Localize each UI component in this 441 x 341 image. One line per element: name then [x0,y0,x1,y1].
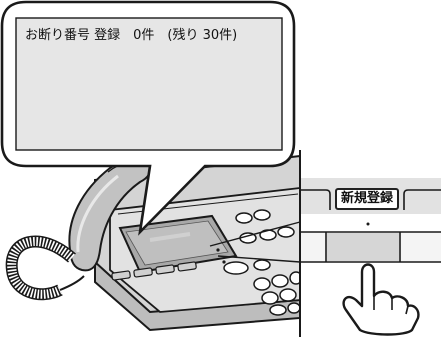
lcd-screen [118,214,238,274]
zoom-guide-lines [209,221,301,263]
indicator-dots [216,248,226,264]
pointing-hand-icon [342,263,420,336]
dial-pad [253,271,303,316]
soft-key-row [111,261,197,281]
new-registration-key-label[interactable]: 新規登録 [335,188,399,210]
coiled-cord [5,235,85,301]
callout-bubble [0,0,296,236]
telephone-handset-icon [68,157,152,272]
screen-status-text: お断り番号 登録 0件 (残り 30件) [25,28,238,43]
